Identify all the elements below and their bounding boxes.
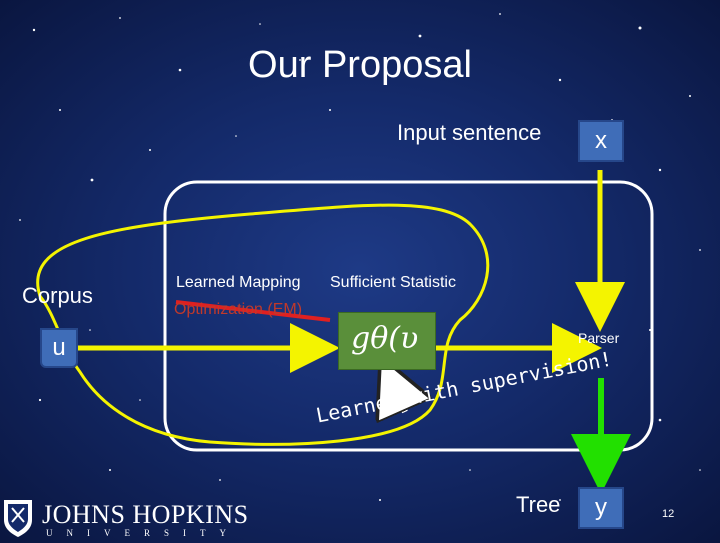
- slide-number: 12: [662, 508, 675, 520]
- g-theta-formula: gθ(υ: [351, 321, 419, 356]
- logo-subtitle: UNIVERSITY: [46, 528, 240, 538]
- logo-name: JOHNS HOPKINS: [42, 500, 249, 529]
- learned-mapping-label: Learned Mapping: [176, 274, 301, 291]
- corpus-label: Corpus: [22, 283, 93, 308]
- parser-label: Parser: [578, 330, 620, 346]
- input-sentence-label: Input sentence: [397, 120, 542, 145]
- supervision-arrow: [390, 378, 405, 412]
- slide-title: Our Proposal: [248, 44, 472, 86]
- university-shield-icon: [2, 498, 34, 538]
- x-variable-box: x: [578, 120, 624, 162]
- u-variable-box: u: [40, 328, 78, 368]
- system-boundary-box: [163, 180, 654, 452]
- optimization-strike: [175, 300, 331, 322]
- tree-label: Tree: [516, 492, 561, 517]
- sufficient-statistic-label: Sufficient Statistic: [330, 274, 456, 291]
- optimization-label: Optimization (EM): [174, 301, 303, 318]
- y-variable-box: y: [578, 487, 624, 529]
- learned-region-outline: [36, 203, 490, 446]
- g-theta-box: gθ(υ: [338, 312, 436, 370]
